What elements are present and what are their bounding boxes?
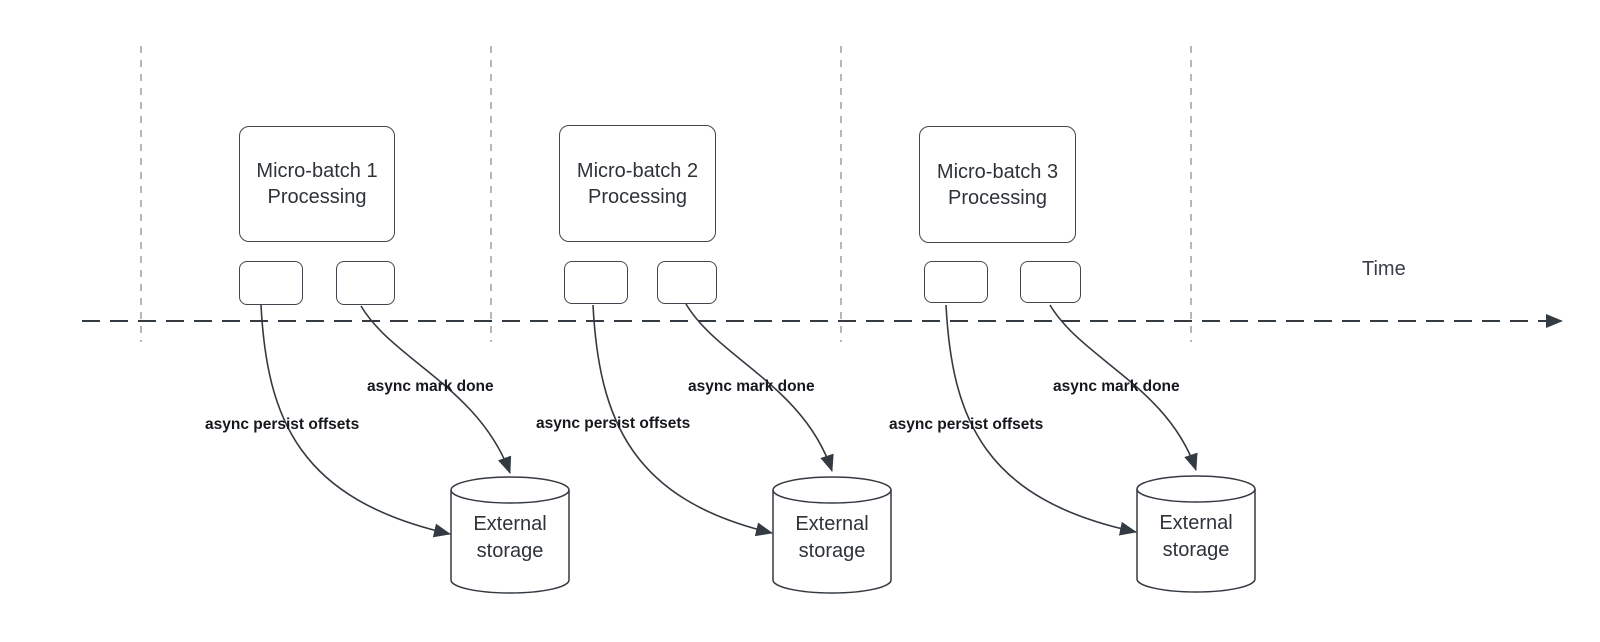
batch-1-persist-offsets-label: async persist offsets (205, 416, 360, 433)
batch-1-storage-label: External storage (473, 513, 547, 562)
time-axis-label: Time (1362, 258, 1406, 280)
batch-1-external-storage-cylinder (450, 476, 570, 594)
batch-2-persist-offsets-arrow (592, 304, 773, 537)
micro-batch-3-title: Micro-batch 3 Processing (920, 127, 1075, 242)
micro-batch-1-processing-box: Micro-batch 1 Processing (239, 126, 395, 242)
batch-3-mark-done-label: async mark done (1053, 378, 1180, 395)
batch-3-persist-offsets-arrow (945, 304, 1137, 536)
micro-batch-3-processing-box: Micro-batch 3 Processing (919, 126, 1076, 243)
micro-batch-1-title: Micro-batch 1 Processing (240, 127, 394, 241)
micro-batch-1-title-line1: Micro-batch 1 (256, 160, 378, 182)
batch-3-mark-done-arrow (1049, 304, 1198, 471)
micro-batch-3-title-line2: Processing (948, 186, 1047, 209)
micro-batch-2-title: Micro-batch 2 Processing (560, 126, 715, 241)
micro-batch-3-title-line1: Micro-batch 3 (936, 160, 1059, 183)
batch-1-mark-done-label: async mark done (367, 378, 494, 395)
micro-batch-1-title-line2: Processing (267, 186, 367, 208)
batch-3-storage-label: External storage (1159, 512, 1233, 561)
batch-1-mark-done-arrow (360, 305, 512, 474)
batch-2-mark-done-task-box (657, 261, 717, 304)
batch-3-persist-task-box (924, 261, 988, 303)
batch-1-mark-done-task-box (336, 261, 395, 305)
batch-2-mark-done-label: async mark done (688, 378, 815, 395)
batch-2-mark-done-arrow (685, 303, 834, 472)
micro-batch-2-title-line2: Processing (588, 185, 687, 208)
micro-batch-2-processing-box: Micro-batch 2 Processing (559, 125, 716, 242)
batch-2-persist-task-box (564, 261, 628, 304)
batch-2-external-storage-cylinder (772, 476, 892, 594)
micro-batch-2-title-line1: Micro-batch 2 (576, 159, 699, 182)
batch-2-storage-label: External storage (795, 513, 869, 562)
batch-3-mark-done-task-box (1020, 261, 1081, 303)
batch-2-persist-offsets-label: async persist offsets (536, 415, 691, 432)
batch-3-external-storage-cylinder (1136, 475, 1256, 593)
batch-1-persist-offsets-arrow (260, 304, 451, 538)
batch-1-persist-task-box (239, 261, 303, 305)
batch-3-persist-offsets-label: async persist offsets (889, 416, 1044, 433)
